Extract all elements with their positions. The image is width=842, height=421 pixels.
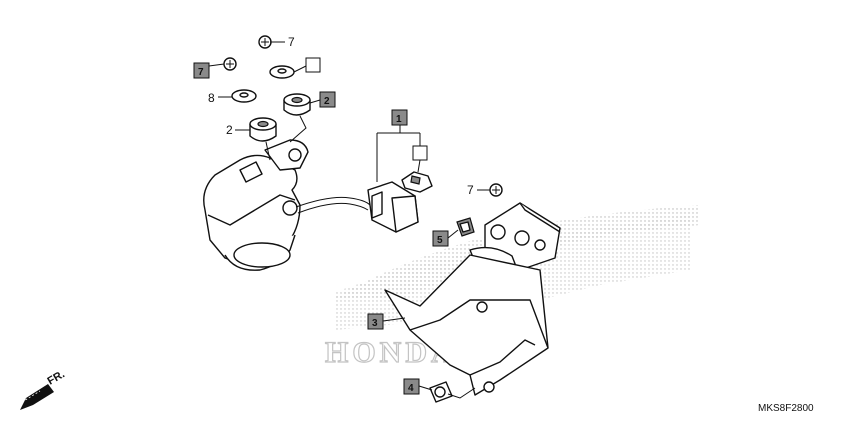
callout-7-left: 7 — [198, 67, 204, 78]
rubber-mount — [456, 217, 475, 237]
callout-1: 1 — [396, 114, 402, 125]
callout-box-blank-top — [305, 57, 321, 73]
callout-4: 4 — [408, 383, 414, 394]
bolt-right — [489, 183, 503, 197]
callout-5: 5 — [437, 235, 443, 246]
callout-box-2-right — [319, 91, 336, 108]
callout-8: 8 — [208, 91, 215, 105]
washer-top — [269, 65, 295, 79]
abs-bracket-assembly — [384, 202, 561, 396]
harness-clip — [401, 171, 433, 193]
drawing-code: MKS8F2800 — [758, 403, 814, 414]
front-direction-label: FR. — [46, 368, 67, 387]
bolt-top — [258, 35, 272, 49]
washer-left — [231, 89, 257, 103]
callout-2-right: 2 — [324, 96, 330, 107]
abs-modulator-unit — [203, 139, 371, 271]
wire-connector — [367, 181, 419, 233]
bolt-left — [223, 57, 237, 71]
callout-3: 3 — [372, 318, 378, 329]
callout-box-5 — [432, 230, 449, 247]
callout-box-blank-1 — [412, 145, 428, 161]
flange-bolt — [429, 381, 453, 403]
callout-box-7-left — [193, 62, 210, 79]
front-direction-arrow — [20, 384, 54, 410]
callout-7-top: 7 — [288, 35, 295, 49]
callout-7-right: 7 — [467, 183, 474, 197]
grommet-left — [249, 117, 277, 142]
callout-2-left: 2 — [226, 123, 233, 137]
grommet-right — [283, 93, 311, 116]
callout-box-3 — [367, 313, 384, 330]
